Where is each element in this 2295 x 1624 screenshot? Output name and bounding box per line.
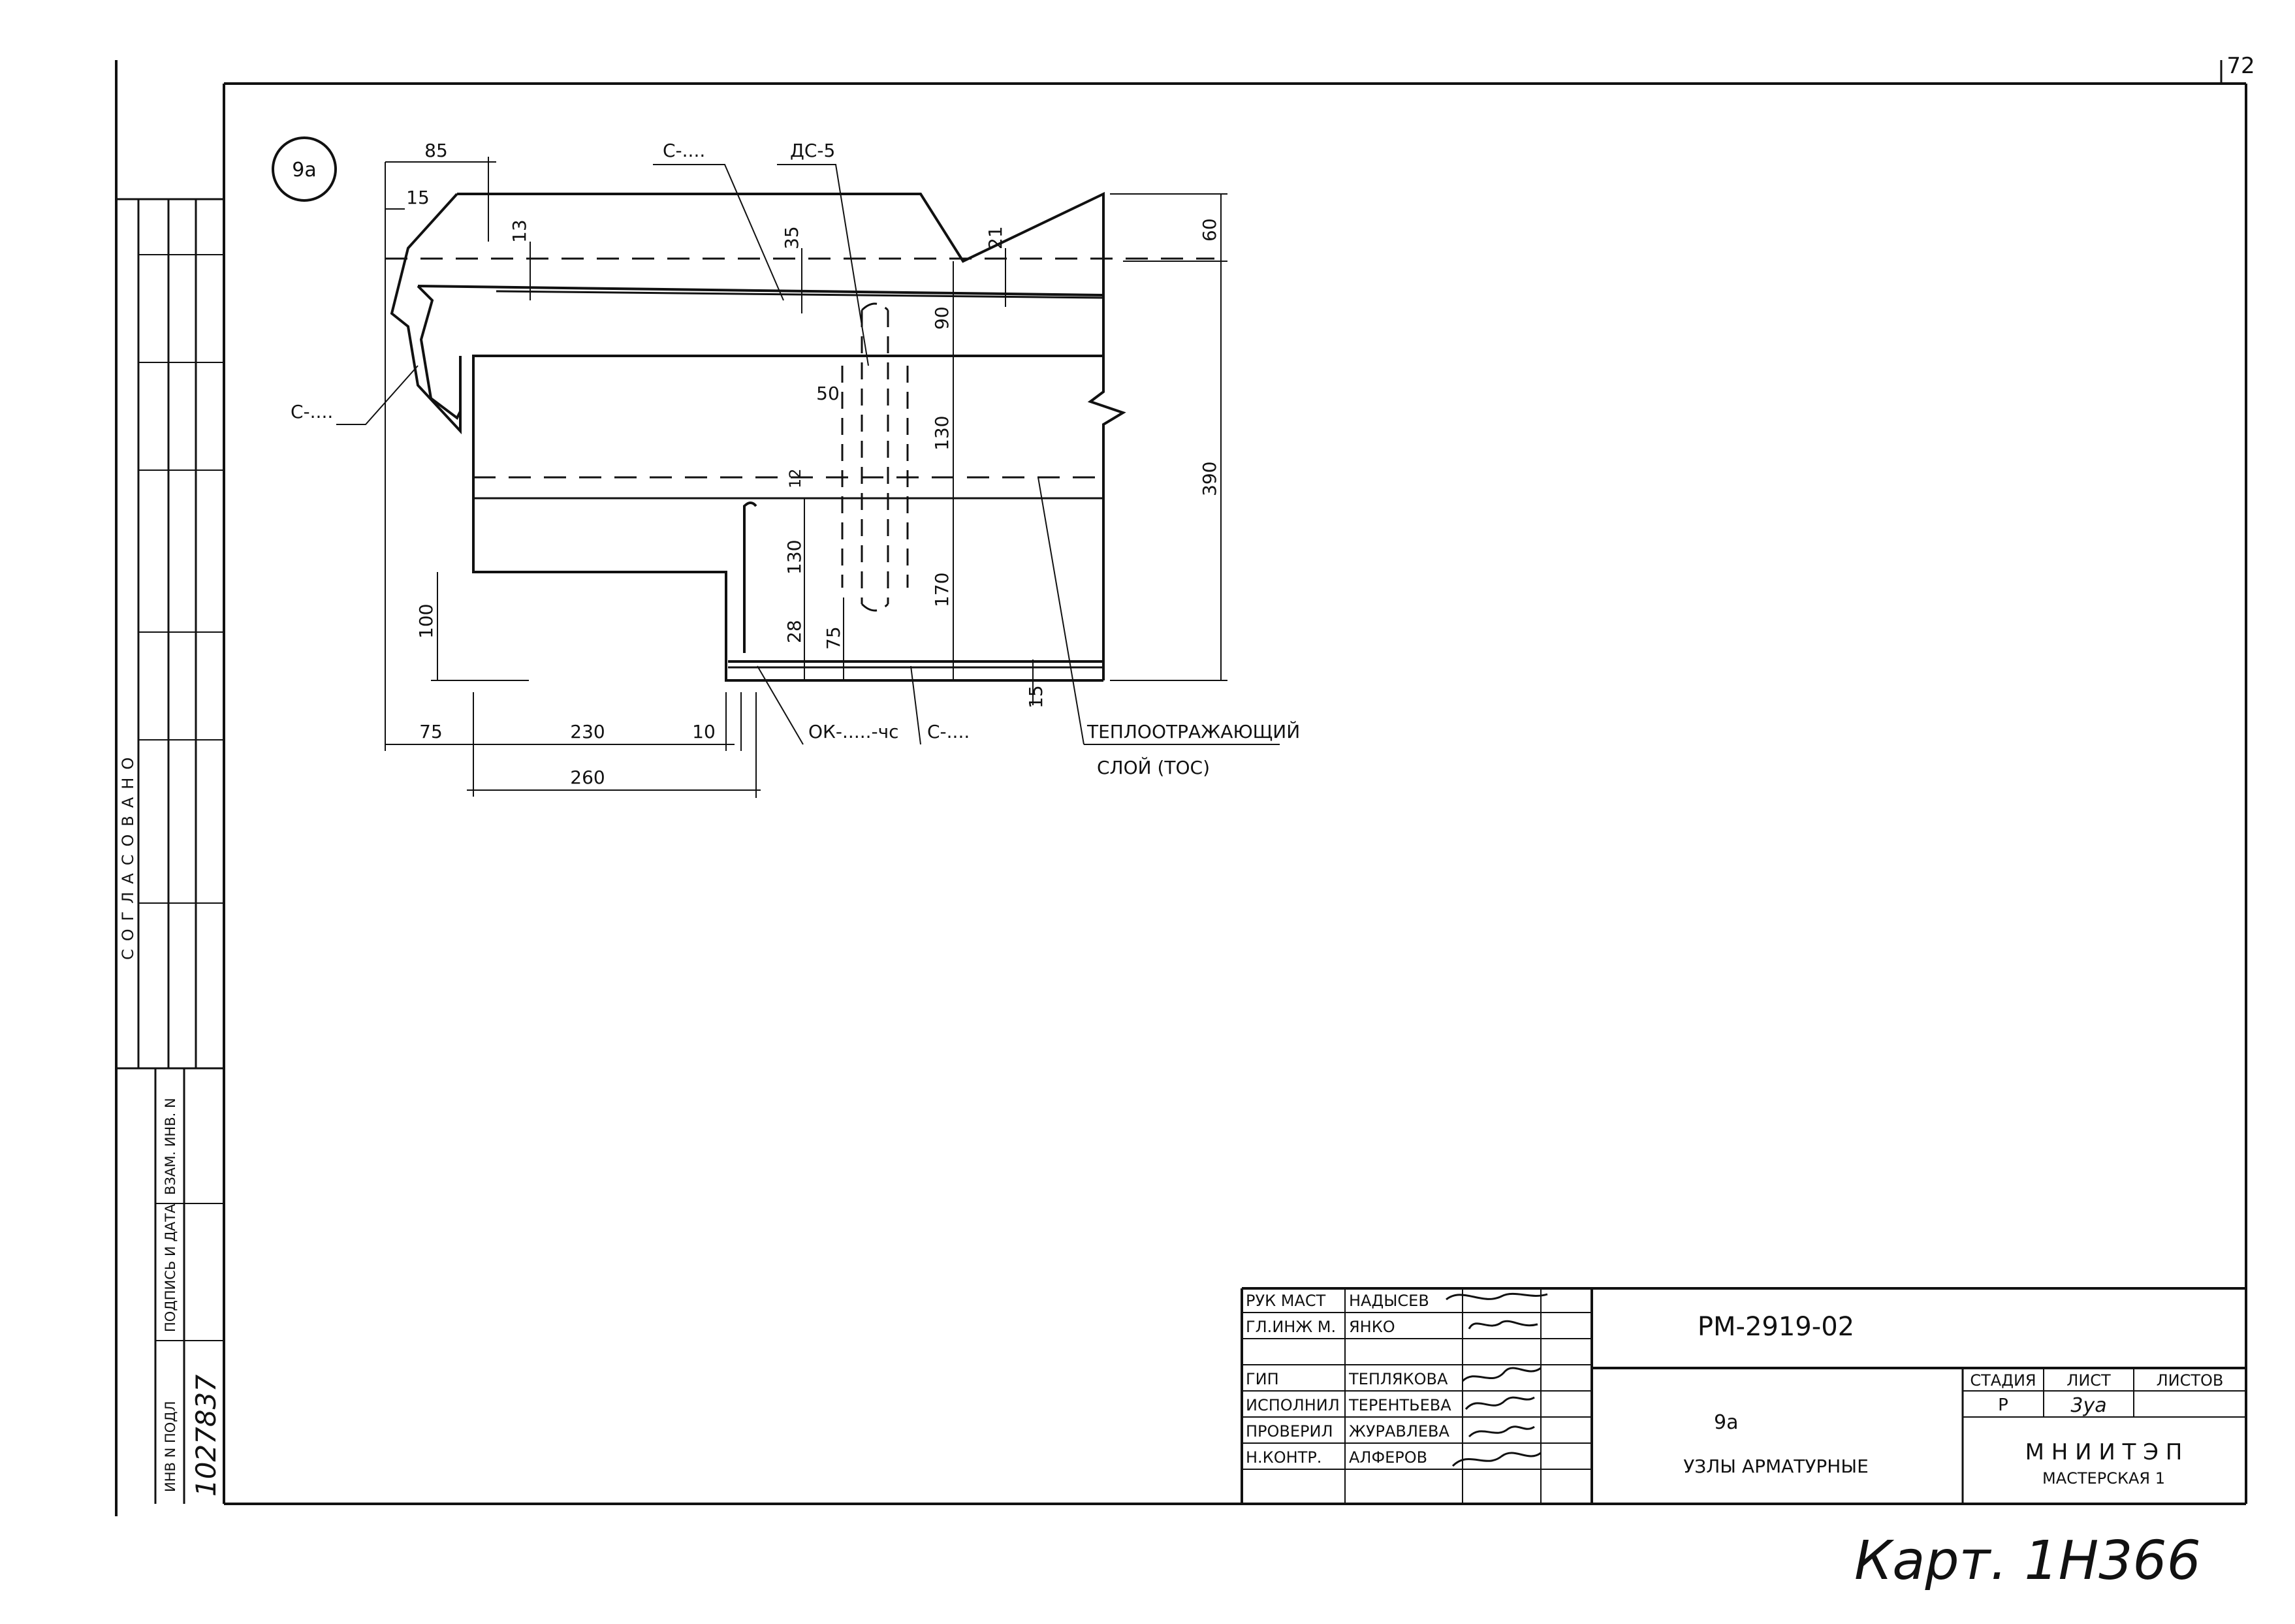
dimension-12: 12 — [786, 468, 804, 488]
stamp-label-signature-date: ПОДПИСЬ И ДАТА — [163, 1203, 178, 1332]
dimension-100: 100 — [415, 604, 437, 639]
detail-id: 9а — [292, 159, 316, 182]
top-chamfer — [390, 193, 462, 435]
stage-value: Р — [1998, 1395, 2008, 1415]
dimension-85: 85 — [424, 140, 448, 161]
callout-c-bottom: С-.... — [927, 721, 970, 742]
callout-insulation-line2: СЛОЙ (ТОС) — [1097, 756, 1210, 778]
dimension-390: 390 — [1199, 462, 1220, 496]
role-label-1: ГЛ.ИНЖ М. — [1246, 1318, 1336, 1336]
title-block — [1241, 1287, 2246, 1504]
dimension-90: 90 — [931, 306, 953, 330]
approval-label: СОГЛАСОВАНО — [119, 750, 137, 960]
role-name-6: АЛФЕРОВ — [1349, 1448, 1427, 1467]
dimension-13: 13 — [509, 219, 530, 243]
top-rebar — [417, 285, 1104, 296]
inventory-number: 1027837 — [190, 1375, 222, 1497]
role-name-1: ЯНКО — [1349, 1318, 1395, 1336]
vertical-stirrup — [743, 502, 757, 653]
dimension-130-lower: 130 — [783, 540, 805, 575]
callout-c-top: С-.... — [663, 140, 705, 161]
dimension-75-vertical: 75 — [823, 626, 844, 650]
detail-drawing: 9а — [272, 136, 1300, 798]
sheet-frame — [115, 60, 2247, 1516]
dimension-28: 28 — [783, 620, 805, 643]
role-label-4: ИСПОЛНИЛ — [1246, 1396, 1340, 1414]
role-name-4: ТЕРЕНТЬЕВА — [1348, 1396, 1451, 1414]
drawing-title: УЗЛЫ АРМАТУРНЫЕ — [1683, 1456, 1869, 1477]
callout-c-left: С-.... — [291, 401, 333, 422]
page-number: 72 — [2226, 53, 2255, 79]
sheet-header: ЛИСТ — [2066, 1371, 2111, 1390]
detail-marker — [272, 136, 337, 202]
document-code: РМ-2919-02 — [1698, 1312, 1854, 1342]
role-label-5: ПРОВЕРИЛ — [1246, 1422, 1333, 1441]
dimension-60: 60 — [1199, 218, 1220, 242]
ds5-bar — [841, 302, 909, 612]
sheet-value: 3уа — [2070, 1394, 2106, 1417]
dimension-15-bottom: 15 — [1025, 685, 1047, 709]
stamp-label-replacement-inventory: ВЗАМ. ИНВ. N — [163, 1098, 178, 1195]
concrete-outline — [457, 191, 1105, 682]
role-label-3: ГИП — [1246, 1370, 1279, 1388]
callout-ok: ОК-.....-чс — [808, 721, 899, 742]
dimension-15-top: 15 — [406, 187, 430, 208]
end-hook-rebar — [417, 285, 462, 421]
leader-lines — [336, 164, 1280, 745]
callout-ds5: ДС-5 — [790, 140, 835, 161]
stamp-label-original-inventory: ИНВ N ПОДЛ — [163, 1401, 178, 1492]
archive-note: Карт. 1Н366 — [1854, 1530, 2201, 1592]
role-label-0: РУК МАСТ — [1246, 1292, 1326, 1310]
role-name-3: ТЕПЛЯКОВА — [1348, 1370, 1448, 1388]
dimension-230: 230 — [570, 721, 605, 742]
dimension-170: 170 — [931, 573, 953, 607]
signatures — [1446, 1293, 1548, 1467]
workshop-name: МАСТЕРСКАЯ 1 — [2042, 1469, 2165, 1488]
dimension-50: 50 — [816, 383, 840, 404]
organization-name: М Н И И Т Э П — [2025, 1439, 2183, 1465]
callout-insulation-line1: ТЕПЛООТРАЖАЮЩИЙ — [1086, 720, 1300, 742]
left-margin-strip — [116, 198, 224, 1504]
top-rebar-inner — [496, 290, 1104, 299]
dimension-21: 21 — [985, 226, 1006, 249]
role-name-0: НАДЫСЕВ — [1349, 1292, 1429, 1310]
dimension-260: 260 — [570, 767, 605, 788]
role-label-6: Н.КОНТР. — [1246, 1448, 1322, 1467]
dimension-lines — [385, 157, 1227, 798]
break-line — [1087, 356, 1126, 680]
dimension-35: 35 — [781, 226, 802, 249]
dimension-130-upper: 130 — [931, 416, 953, 451]
role-name-5: ЖУРАВЛЕВА — [1349, 1422, 1450, 1441]
drawing-number: 9а — [1714, 1411, 1738, 1434]
dimension-75-horizontal: 75 — [419, 721, 443, 742]
stage-header: СТАДИЯ — [1970, 1371, 2036, 1390]
sheets-header: ЛИСТОВ — [2157, 1371, 2224, 1390]
dimension-10: 10 — [692, 721, 716, 742]
